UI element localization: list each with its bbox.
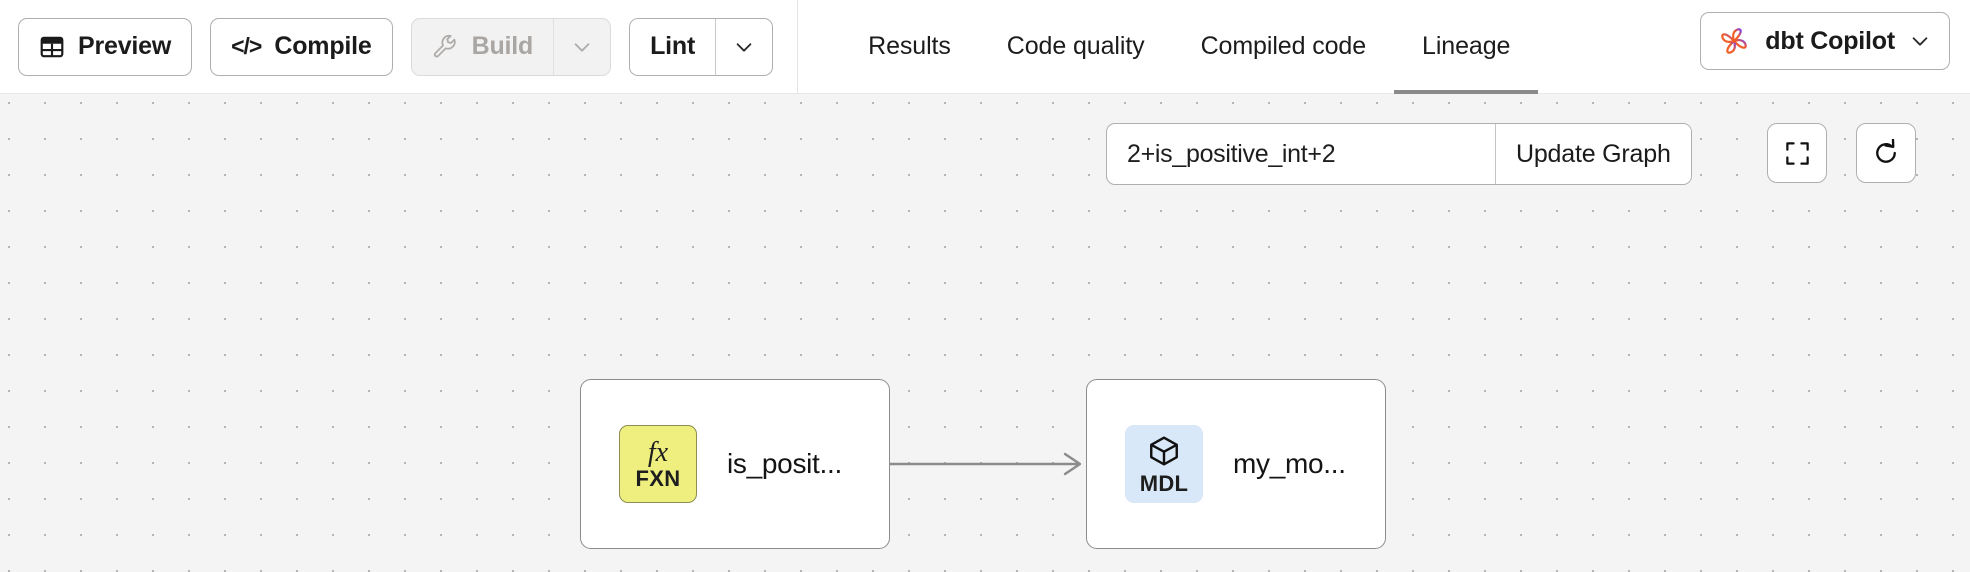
dbt-copilot-label: dbt Copilot bbox=[1765, 26, 1895, 55]
node-kind-label: FXN bbox=[635, 465, 681, 491]
chevron-down-icon bbox=[571, 36, 593, 58]
lint-button-group[interactable]: Lint bbox=[629, 17, 774, 76]
toolbar-divider bbox=[797, 0, 799, 94]
tab-bar: Results Code quality Compiled code Linea… bbox=[840, 0, 1539, 94]
cube-icon: MDL bbox=[1125, 425, 1203, 503]
node-label: my_mo... bbox=[1233, 448, 1346, 479]
chevron-down-icon bbox=[1909, 30, 1931, 52]
lineage-canvas[interactable]: Update Graph bbox=[0, 94, 1970, 572]
tab-lineage[interactable]: Lineage bbox=[1394, 0, 1539, 94]
graph-selector-input[interactable] bbox=[1107, 124, 1495, 184]
refresh-icon bbox=[1872, 139, 1900, 167]
lineage-node-is-positive-int[interactable]: fx FXN is_posit... bbox=[580, 379, 890, 549]
preview-button[interactable]: Preview bbox=[18, 17, 193, 76]
dbt-copilot-atom-icon bbox=[1717, 24, 1751, 58]
build-button: Build bbox=[412, 19, 554, 75]
tab-label: Lineage bbox=[1422, 32, 1511, 60]
fx-glyph: fx bbox=[647, 436, 669, 468]
lint-button[interactable]: Lint bbox=[630, 19, 715, 75]
top-toolbar: Preview </> Compile Build bbox=[0, 0, 1970, 94]
code-icon: </> bbox=[231, 33, 262, 59]
tab-compiled-code[interactable]: Compiled code bbox=[1173, 0, 1394, 94]
lint-dropdown-toggle[interactable] bbox=[715, 18, 772, 75]
tab-label: Code quality bbox=[1006, 32, 1145, 60]
lineage-node-my-model[interactable]: MDL my_mo... bbox=[1086, 379, 1386, 549]
edge-is_positive_int-to-my_model bbox=[890, 452, 1082, 476]
node-label: is_posit... bbox=[727, 448, 842, 479]
build-dropdown-toggle bbox=[553, 18, 610, 75]
dbt-copilot-button[interactable]: dbt Copilot bbox=[1700, 12, 1950, 70]
fullscreen-icon bbox=[1784, 140, 1811, 167]
table-icon bbox=[39, 34, 65, 60]
tab-label: Compiled code bbox=[1200, 32, 1367, 60]
tab-code-quality[interactable]: Code quality bbox=[979, 0, 1173, 94]
lint-label: Lint bbox=[650, 32, 696, 60]
node-kind-label: MDL bbox=[1139, 470, 1189, 496]
function-icon: fx FXN bbox=[619, 425, 697, 503]
build-button-group: Build bbox=[410, 17, 612, 76]
compile-button[interactable]: </> Compile bbox=[210, 17, 393, 76]
wrench-icon bbox=[432, 33, 459, 60]
cube-glyph bbox=[1147, 434, 1181, 472]
tab-results[interactable]: Results bbox=[840, 0, 979, 94]
preview-label: Preview bbox=[78, 32, 172, 60]
chevron-down-icon bbox=[733, 36, 755, 58]
toolbar-action-group: Preview </> Compile Build bbox=[0, 0, 774, 93]
update-graph-button[interactable]: Update Graph bbox=[1495, 124, 1691, 184]
refresh-graph-button[interactable] bbox=[1856, 123, 1916, 183]
graph-controls: Update Graph bbox=[1106, 123, 1692, 185]
tab-label: Results bbox=[868, 32, 951, 60]
compile-label: Compile bbox=[274, 32, 372, 60]
fit-view-button[interactable] bbox=[1767, 123, 1827, 183]
build-label: Build bbox=[471, 32, 534, 60]
